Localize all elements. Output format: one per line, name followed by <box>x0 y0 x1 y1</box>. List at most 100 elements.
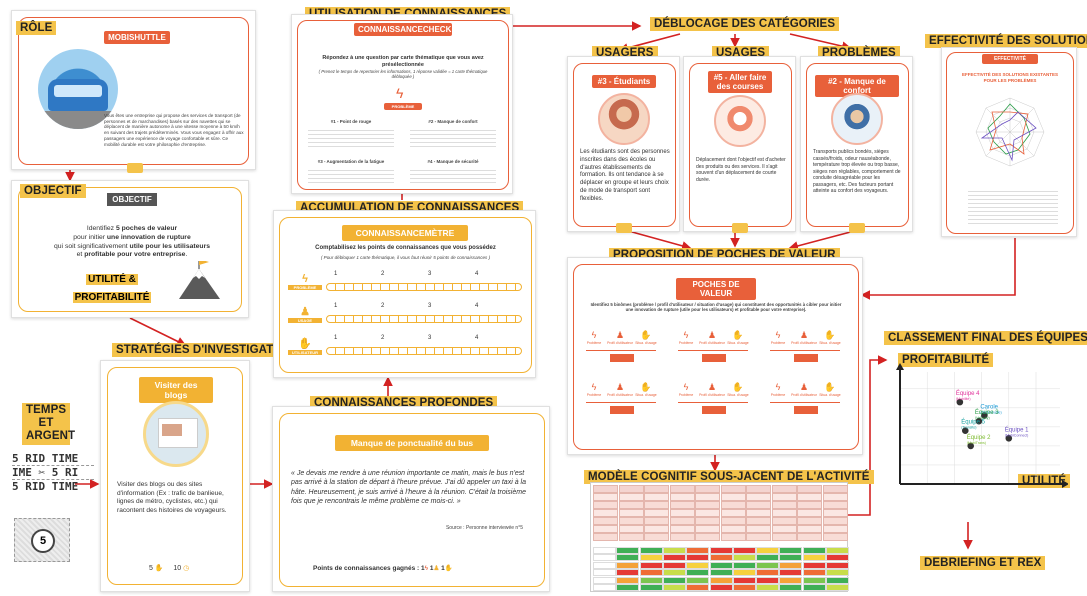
check-card-subtitle: Répondez à une question par carte thémat… <box>322 55 484 69</box>
cognitive-cell <box>669 517 695 525</box>
heatmap-cell <box>779 576 803 584</box>
cognitive-table <box>590 482 849 592</box>
cognitive-cell <box>593 493 618 501</box>
heatmap-cell <box>616 547 640 554</box>
heatmap-cell <box>756 554 780 562</box>
poche-col-label: Problème <box>678 341 694 345</box>
meter-row-label: ✋UTILISATEUR <box>288 337 322 355</box>
blogs-card[interactable]: Visiter des blogs Visiter des blogs ou d… <box>100 360 250 592</box>
poche-slot[interactable] <box>610 406 634 414</box>
objectif-big-label: UTILITÉ & PROFITABILITÉ <box>52 269 172 305</box>
card-footer-badge <box>127 163 143 173</box>
objectif-big-label-1: UTILITÉ & <box>86 274 138 285</box>
poche-slot[interactable] <box>610 354 634 362</box>
meter-track[interactable] <box>326 283 522 291</box>
team-sublabel: (Velocity) <box>975 416 990 420</box>
blogs-card-text: Visiter des blogs ou des sites d'informa… <box>117 481 227 514</box>
cognitive-cell <box>593 485 618 493</box>
team-point <box>956 398 964 406</box>
heatmap-cell <box>756 561 780 569</box>
mountain-flag-icon <box>179 261 220 299</box>
quote-points: Points de connaissances gagnés : 1ϟ 1♟ 1… <box>313 565 453 572</box>
hand-icon: ✋ <box>154 565 164 572</box>
poche-slot[interactable] <box>794 406 818 414</box>
meter-card-subtitle: Comptabilisez les points de connaissance… <box>315 245 496 251</box>
cognitive-cell <box>822 485 848 493</box>
usages-card[interactable]: #5 - Aller faire des courses Déplacement… <box>683 56 796 233</box>
heatmap-cell <box>662 584 686 591</box>
poche-col-label: Situa. d'usage <box>635 393 657 397</box>
cognitive-cell <box>644 525 669 533</box>
role-card-title: MOBISHUTTLE <box>104 31 170 44</box>
poche-col-label: Situa. d'usage <box>635 341 657 345</box>
heatmap-cell <box>686 569 710 577</box>
cognitive-cell <box>746 501 771 509</box>
meter-scale-label: 3 <box>428 303 432 309</box>
header-strategies: STRATÉGIES D'INVESTIGATION <box>112 343 299 357</box>
time-token-row-1: 5 RID TIME <box>12 452 79 465</box>
meter-scale-label: 1 <box>334 271 338 277</box>
cognitive-cell <box>695 493 720 501</box>
poche-icon: ✋ <box>640 330 652 340</box>
cognitive-cell <box>593 517 618 525</box>
meter-card-hint: ( Pour débloquer 1 carte thématique, il … <box>320 255 491 260</box>
cost-money-value: 10 <box>173 565 182 572</box>
header-modele: MODÈLE COGNITIF SOUS-JACENT DE L'ACTIVIT… <box>584 470 874 484</box>
poche-col-label: Problème <box>678 393 694 397</box>
heatmap-cell <box>593 584 616 591</box>
radar-legend <box>968 188 1058 224</box>
radar-chart <box>975 97 1045 167</box>
check-card-title: CONNAISSANCECHECK <box>354 23 452 36</box>
cognitive-cell <box>695 509 720 517</box>
team-label: Équipe 3 <box>975 409 999 416</box>
poche-icon: ♟ <box>799 382 809 392</box>
cognitive-cell <box>618 501 644 509</box>
poche-col-label: Profil d'utilisateur <box>699 341 725 345</box>
poche-icon: ♟ <box>615 382 625 392</box>
problemes-card[interactable]: #2 - Manque de confort Transports public… <box>800 56 913 233</box>
poche-col-label: Situa. d'usage <box>819 393 841 397</box>
poche-icon: ♟ <box>707 382 717 392</box>
cognitive-cell <box>822 493 848 501</box>
cognitive-cell <box>746 485 771 493</box>
time-token-row-3: 5 RID TIME <box>12 480 79 493</box>
shuttle-image <box>38 49 118 129</box>
meter-card-title: CONNAISSANCEMÈTRE <box>342 225 468 241</box>
heatmap-cell <box>732 561 756 569</box>
effect-card: EFFECTIVITÉ EFFECTIVITÉ DES SOLUTIONS EX… <box>941 47 1077 237</box>
meter-track[interactable] <box>326 347 522 355</box>
poches-card-title: POCHES DE VALEUR <box>676 278 756 300</box>
quote-card[interactable]: Manque de ponctualité du bus « Je devais… <box>272 406 550 592</box>
poche-col-label: Situa. d'usage <box>727 393 749 397</box>
cognitive-cell <box>822 509 848 517</box>
poche-icon: ✋ <box>824 382 836 392</box>
heatmap-cell <box>756 569 780 577</box>
poche-slot[interactable] <box>702 354 726 362</box>
heatmap-cell <box>802 584 826 591</box>
heatmap-cell <box>616 576 640 584</box>
poche-col-label: Problème <box>770 341 786 345</box>
heatmap-cell <box>826 569 849 577</box>
poche-icon: ϟ <box>775 330 781 340</box>
role-card: MOBISHUTTLE Vous êtes une entreprise qui… <box>11 10 256 173</box>
heatmap-cell <box>639 561 663 569</box>
cognitive-cell <box>669 485 695 493</box>
heatmap-cell <box>802 576 826 584</box>
clock-icon: ◷ <box>183 565 190 572</box>
cognitive-cell <box>644 533 669 541</box>
header-deblocage: DÉBLOCAGE DES CATÉGORIES <box>650 17 840 31</box>
usages-card-title: #5 - Aller faire des courses <box>708 71 772 93</box>
cognitive-cell <box>822 501 848 509</box>
poche-col-label: Profil d'utilisateur <box>607 341 633 345</box>
usagers-card[interactable]: #3 - Étudiants Les étudiants sont des pe… <box>567 56 680 233</box>
heatmap-cell <box>662 569 686 577</box>
heatmap-cell <box>732 569 756 577</box>
poche-slot[interactable] <box>702 406 726 414</box>
blogs-card-cost: 5 ✋ 10 ◷ <box>149 564 219 573</box>
meter-track[interactable] <box>326 315 522 323</box>
poche-slot[interactable] <box>794 354 818 362</box>
heatmap-cell <box>756 584 780 591</box>
heatmap-cell <box>779 554 803 562</box>
heatmap-cell <box>639 576 663 584</box>
